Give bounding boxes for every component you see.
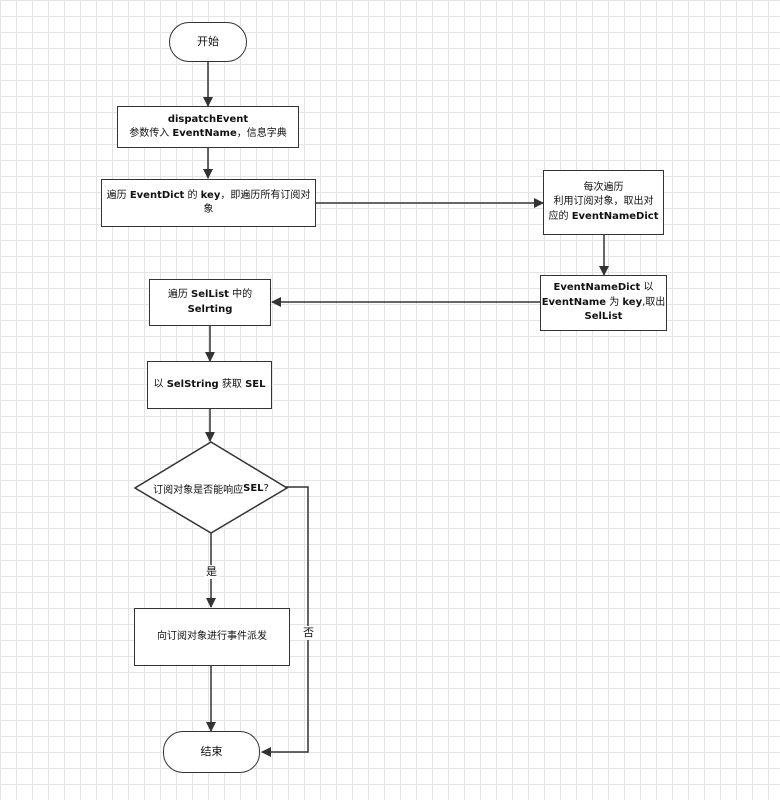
each-iteration-line2: 利用订阅对象，取出对 <box>553 196 654 208</box>
get-sel-sel: SEL <box>245 378 266 390</box>
get-sel-fetch: 获取 <box>218 378 246 390</box>
get-sellist-line1: EventNameDict 以 <box>542 281 666 296</box>
edge-label-no: 否 <box>301 626 316 640</box>
dispatch-to-subscriber-label: 向订阅对象进行事件派发 <box>157 630 267 642</box>
get-sellist-line3: SelList <box>584 311 623 323</box>
dispatch-params-suffix: ，信息字典 <box>236 128 287 139</box>
iterate-sellist-line2: Selrting <box>187 303 233 315</box>
iterate-eventdict-node: 遍历 EventDict 的 key，即遍历所有订阅对象 <box>101 179 316 227</box>
get-sel-node: 以 SelString 获取 SEL <box>147 361 272 409</box>
decision-label-question: 订阅对象是否能响应 <box>153 484 244 496</box>
end-node: 结束 <box>163 731 260 773</box>
iterate-eventdict-part-d: key <box>200 189 221 201</box>
dispatch-params-prefix: 参数传入 <box>129 128 173 139</box>
iterate-eventdict-part-e: ，即遍历所有订阅对象 <box>203 189 311 216</box>
iterate-eventdict-part-b: EventDict <box>129 189 185 201</box>
each-iteration-line3-prefix: 应的 <box>548 210 572 222</box>
start-label: 开始 <box>197 35 219 49</box>
each-iteration-line1: 每次遍历 <box>583 181 624 193</box>
each-iteration-node: 每次遍历 利用订阅对象，取出对 应的 EventNameDict <box>543 170 664 235</box>
dispatch-to-subscriber-node: 向订阅对象进行事件派发 <box>134 608 290 666</box>
decision-label-sel: SEL <box>243 482 264 494</box>
edge-label-yes: 是 <box>204 565 219 579</box>
decision-label-mark: ? <box>263 482 269 494</box>
iterate-sellist-node: 遍历 SelList 中的 Selrting <box>149 279 271 326</box>
iterate-eventdict-part-a: 遍历 <box>106 189 130 201</box>
iterate-sellist-suffix: 中的 <box>228 289 253 300</box>
dispatch-event-title: dispatchEvent <box>167 113 249 125</box>
get-sellist-dict: EventNameDict <box>553 282 641 294</box>
iterate-sellist-prefix: 遍历 <box>167 289 192 300</box>
get-sellist-with: 以 <box>640 282 654 294</box>
start-node: 开始 <box>169 22 247 62</box>
get-sellist-as: 为 <box>606 296 623 308</box>
get-sellist-fetch: ,取出 <box>642 296 666 308</box>
arrow-decision-no <box>261 486 309 757</box>
dispatch-params-eventname: EventName <box>172 128 237 139</box>
dispatch-event-params: 参数传入 EventName，信息字典 <box>129 127 287 142</box>
each-iteration-line3: 应的 EventNameDict <box>549 210 659 225</box>
get-sellist-key: key <box>622 296 643 308</box>
iterate-eventdict-part-c: 的 <box>184 189 201 201</box>
get-sellist-line2: EventName 为 key,取出 <box>542 296 666 311</box>
iterate-sellist-line1: 遍历 SelList 中的 <box>168 288 252 303</box>
iterate-eventdict-label: 遍历 EventDict 的 key，即遍历所有订阅对象 <box>102 189 315 218</box>
each-iteration-line3-dict: EventNameDict <box>571 210 659 222</box>
get-sel-label: 以 SelString 获取 SEL <box>154 378 266 393</box>
get-sel-prefix: 以 <box>153 378 167 390</box>
decision-label: 订阅对象是否能响应 SEL? <box>135 478 287 498</box>
end-label: 结束 <box>200 745 223 759</box>
get-sellist-node: EventNameDict 以 EventName 为 key,取出 SelLi… <box>540 275 667 331</box>
get-sellist-eventname: EventName <box>541 296 607 308</box>
get-sel-selstring: SelString <box>166 378 219 390</box>
decision-diamond <box>133 441 289 534</box>
iterate-sellist-sellist: SelList <box>191 289 229 300</box>
dispatch-event-node: dispatchEvent 参数传入 EventName，信息字典 <box>117 106 299 148</box>
